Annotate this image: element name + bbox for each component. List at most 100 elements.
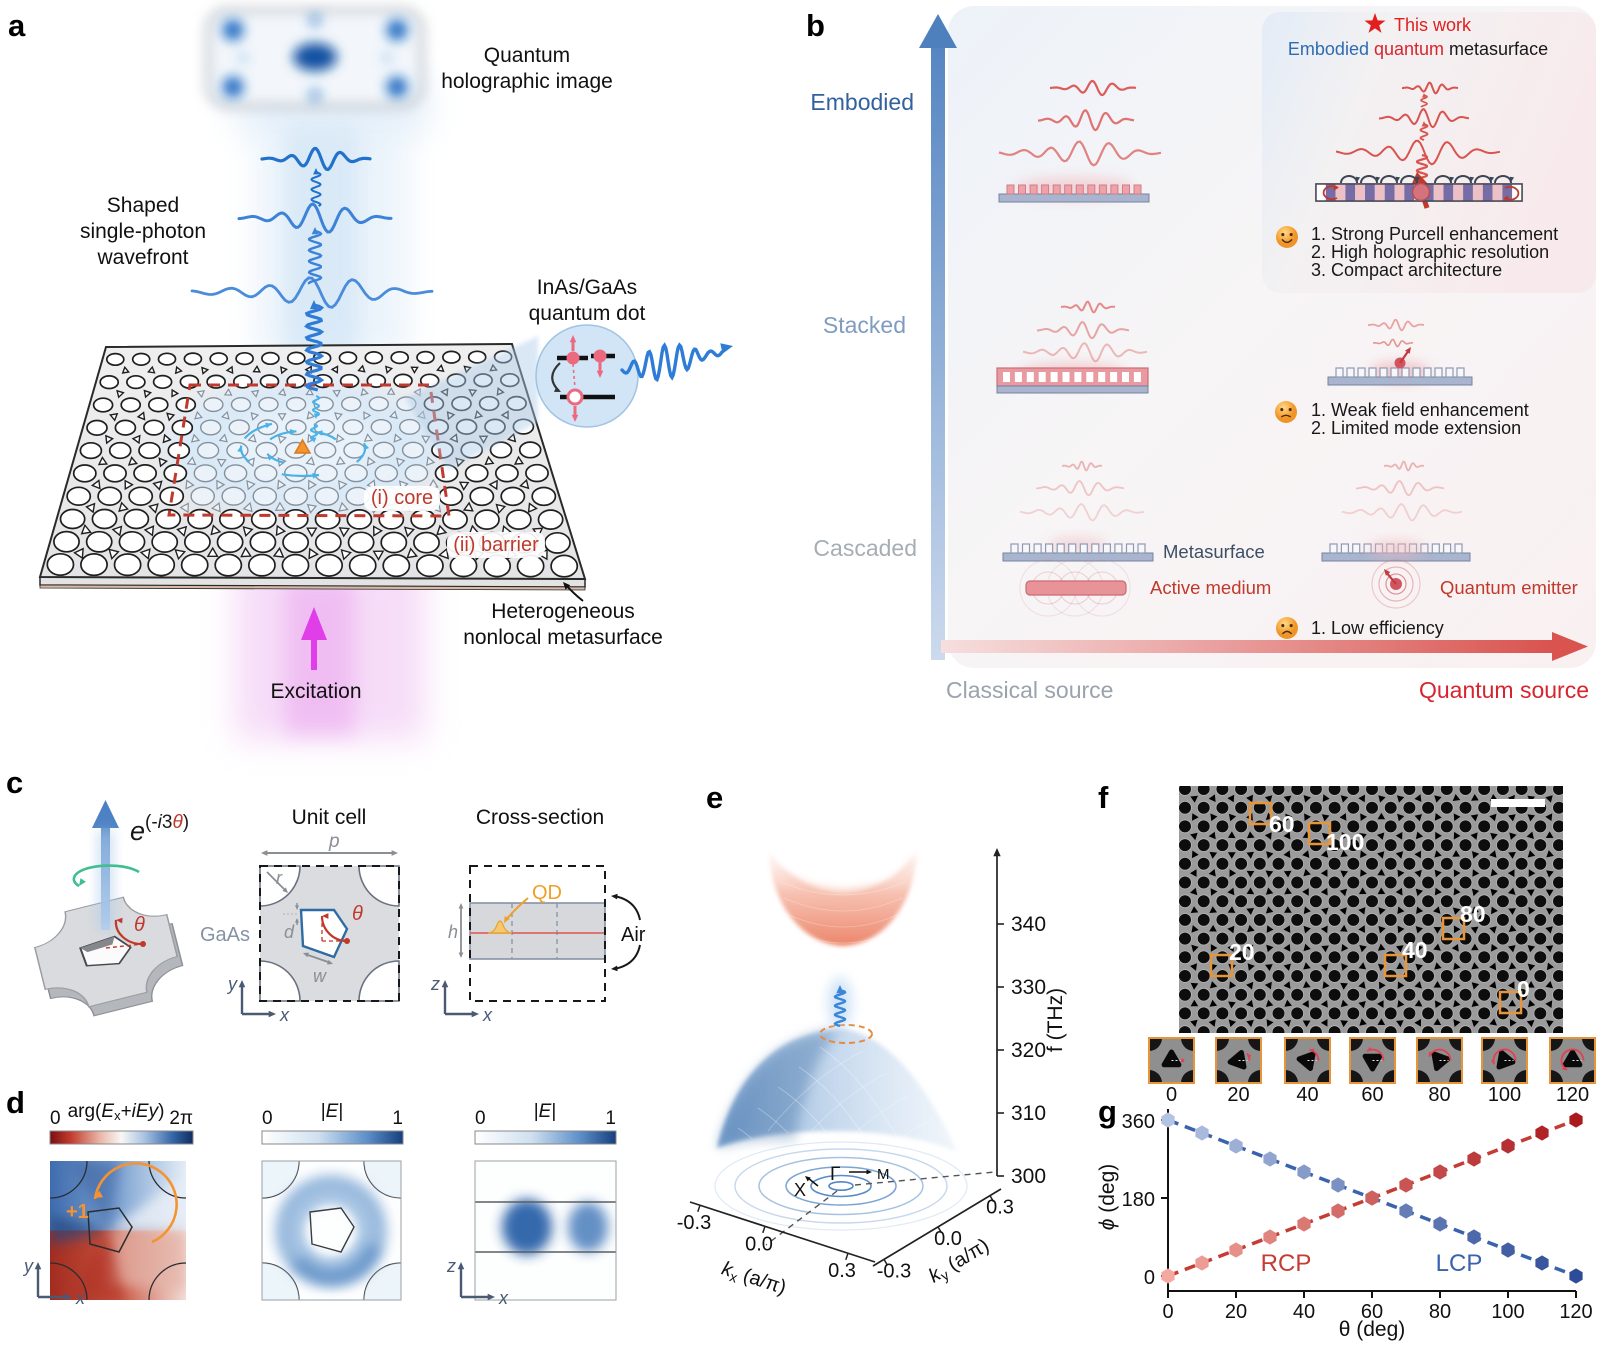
svg-text:M: M [877, 1166, 890, 1183]
svg-text:80: 80 [1428, 1084, 1450, 1106]
svg-text:1. Weak field enhancement: 1. Weak field enhancement [1311, 400, 1529, 420]
svg-text:0.3: 0.3 [828, 1260, 856, 1282]
svg-text:QD: QD [532, 882, 562, 904]
svg-text:Heterogeneous: Heterogeneous [491, 600, 635, 623]
svg-text:e: e [130, 816, 145, 846]
svg-text:320: 320 [1011, 1039, 1046, 1062]
svg-text:z: z [430, 974, 440, 994]
svg-text:RCP: RCP [1261, 1250, 1312, 1277]
svg-text:360: 360 [1122, 1111, 1155, 1133]
svg-text:340: 340 [1011, 913, 1046, 936]
svg-text:40: 40 [1293, 1301, 1315, 1323]
svg-text:c: c [6, 765, 23, 800]
svg-text:Cascaded: Cascaded [813, 535, 917, 561]
svg-text:wavefront: wavefront [96, 246, 188, 269]
svg-text:LCP: LCP [1436, 1250, 1483, 1277]
svg-text:Unit cell: Unit cell [292, 806, 367, 829]
svg-text:Quantum: Quantum [484, 44, 570, 67]
svg-text:0: 0 [50, 1108, 61, 1129]
svg-text:80: 80 [1429, 1301, 1451, 1323]
svg-text:f (THz): f (THz) [1044, 988, 1067, 1052]
svg-text:60: 60 [1361, 1301, 1383, 1323]
svg-text:Classical source: Classical source [946, 677, 1113, 703]
svg-text:1. Low efficiency: 1. Low efficiency [1311, 618, 1444, 638]
svg-text:p: p [328, 831, 340, 852]
svg-text:|E|: |E| [321, 1101, 344, 1122]
svg-text:ϕ (deg): ϕ (deg) [1096, 1164, 1119, 1231]
svg-text:0: 0 [1162, 1301, 1173, 1323]
svg-text:2. High holographic resolution: 2. High holographic resolution [1311, 242, 1549, 262]
svg-text:d: d [284, 922, 295, 942]
svg-text:+1: +1 [66, 1201, 89, 1223]
svg-text:single-photon: single-photon [80, 220, 206, 243]
svg-text:60: 60 [1361, 1084, 1383, 1106]
svg-text:Embodied: Embodied [810, 89, 914, 115]
svg-text:Excitation: Excitation [270, 680, 361, 703]
svg-text:0.3: 0.3 [986, 1197, 1014, 1219]
svg-text:40: 40 [1296, 1084, 1318, 1106]
svg-text:20: 20 [1227, 1084, 1249, 1106]
svg-text:holographic image: holographic image [441, 70, 613, 93]
svg-text:1. Strong Purcell enhancement: 1. Strong Purcell enhancement [1311, 224, 1558, 244]
svg-text:Metasurface: Metasurface [1163, 541, 1265, 562]
svg-text:Cross-section: Cross-section [476, 806, 604, 829]
svg-text:|E|: |E| [534, 1101, 557, 1122]
svg-text:20: 20 [1225, 1301, 1247, 1323]
svg-text:Γ: Γ [830, 1164, 840, 1185]
svg-text:x: x [75, 1288, 86, 1308]
svg-text:0: 0 [1517, 976, 1530, 1002]
svg-text:310: 310 [1011, 1102, 1046, 1125]
svg-text:0: 0 [475, 1108, 486, 1129]
svg-text:e: e [706, 780, 723, 815]
svg-text:3. Compact architecture: 3. Compact architecture [1311, 260, 1502, 280]
svg-text:GaAs: GaAs [200, 924, 250, 946]
svg-text:300: 300 [1011, 1165, 1046, 1188]
svg-text:0: 0 [1144, 1267, 1155, 1289]
svg-text:-0.3: -0.3 [877, 1260, 911, 1282]
svg-text:(-i3θ): (-i3θ) [145, 812, 189, 833]
svg-text:x: x [279, 1005, 290, 1025]
svg-text:0.0: 0.0 [934, 1228, 962, 1250]
svg-text:w: w [313, 966, 327, 986]
svg-text:(ii) barrier: (ii) barrier [453, 534, 539, 556]
svg-text:h: h [448, 922, 458, 942]
svg-text:nonlocal metasurface: nonlocal metasurface [463, 626, 663, 649]
svg-text:b: b [806, 8, 825, 43]
svg-text:Quantum emitter: Quantum emitter [1440, 577, 1578, 598]
svg-text:1: 1 [392, 1108, 403, 1129]
svg-text:X: X [794, 1180, 806, 1200]
svg-text:r: r [276, 868, 283, 888]
svg-text:100: 100 [1488, 1084, 1521, 1106]
svg-text:Quantum source: Quantum source [1419, 677, 1589, 703]
svg-text:100: 100 [1326, 829, 1364, 855]
svg-text:120: 120 [1556, 1084, 1589, 1106]
svg-text:40: 40 [1402, 937, 1428, 963]
svg-text:2π: 2π [169, 1108, 193, 1129]
svg-text:Active medium: Active medium [1150, 577, 1271, 598]
svg-text:1: 1 [605, 1108, 616, 1129]
svg-text:0: 0 [1166, 1084, 1177, 1106]
svg-text:y: y [22, 1256, 34, 1276]
svg-text:60: 60 [1269, 811, 1295, 837]
svg-text:0.0: 0.0 [745, 1233, 773, 1255]
svg-text:2. Limited mode extension: 2. Limited mode extension [1311, 418, 1521, 438]
svg-text:θ (deg): θ (deg) [1339, 1318, 1406, 1341]
svg-text:100: 100 [1491, 1301, 1524, 1323]
svg-text:20: 20 [1229, 939, 1255, 965]
svg-text:120: 120 [1559, 1301, 1592, 1323]
svg-text:arg(Ex+iEy): arg(Ex+iEy) [68, 1101, 165, 1123]
svg-text:330: 330 [1011, 976, 1046, 999]
svg-text:x: x [482, 1005, 493, 1025]
svg-text:InAs/GaAs: InAs/GaAs [537, 276, 637, 299]
svg-text:a: a [8, 8, 26, 43]
svg-text:z: z [446, 1256, 456, 1276]
svg-text:f: f [1098, 780, 1109, 815]
svg-text:θ: θ [134, 914, 145, 936]
svg-text:θ: θ [352, 903, 363, 925]
svg-text:g: g [1098, 1094, 1117, 1129]
svg-text:Shaped: Shaped [107, 194, 179, 217]
svg-text:y: y [226, 974, 238, 994]
svg-text:0: 0 [262, 1108, 273, 1129]
svg-text:180: 180 [1122, 1189, 1155, 1211]
svg-text:Stacked: Stacked [823, 312, 906, 338]
